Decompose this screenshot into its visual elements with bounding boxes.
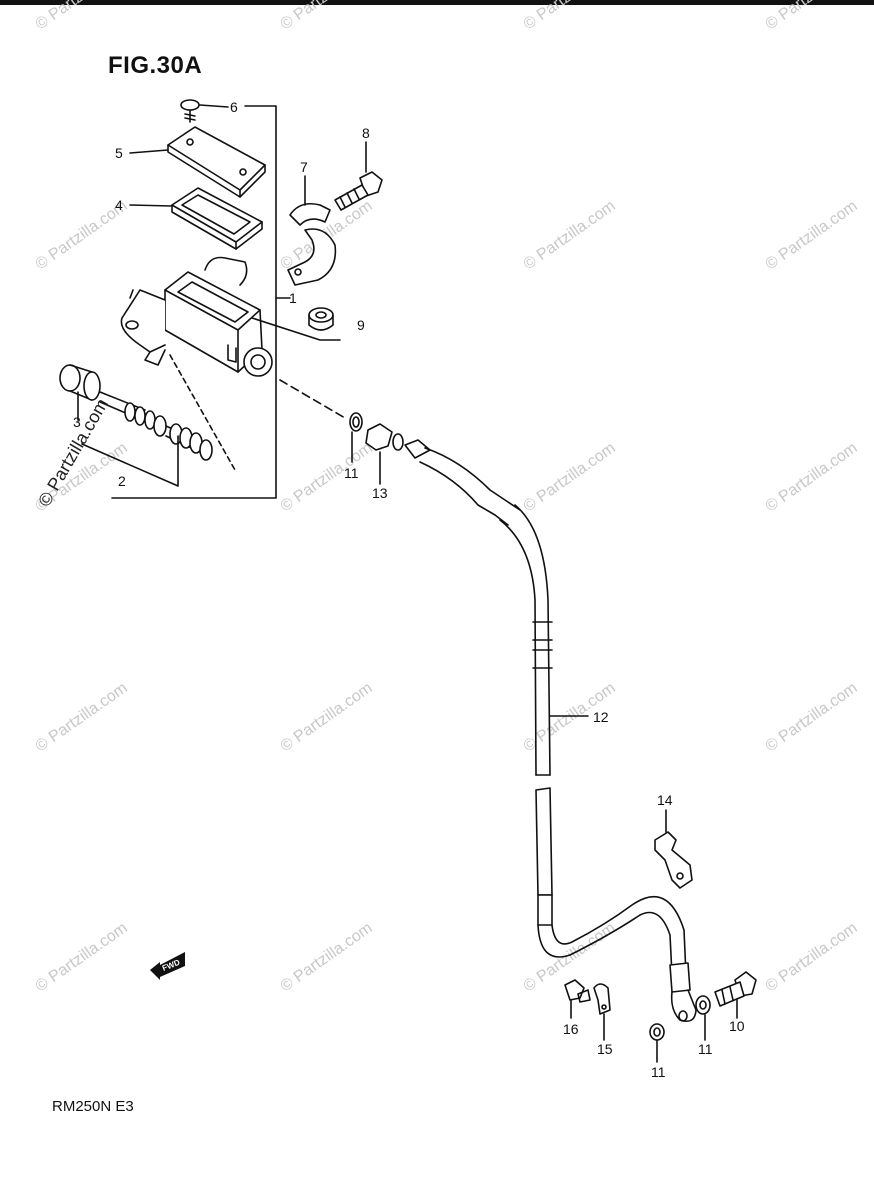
watermark-text: © Partzilla.com xyxy=(278,440,376,516)
callout-15: 15 xyxy=(597,1041,613,1057)
forward-direction-indicator: FWD xyxy=(150,952,185,980)
callout-11-lower-right: 11 xyxy=(698,1041,713,1057)
leader-line-2 xyxy=(81,435,179,487)
axis-line-hose xyxy=(279,379,346,419)
hose-fitting-part-13 xyxy=(365,423,404,451)
callout-8: 8 xyxy=(362,125,370,141)
reservoir-cap-part-5 xyxy=(167,126,266,198)
watermark-text: © Partzilla.com xyxy=(521,198,619,274)
assembly-bracket-line xyxy=(111,105,277,499)
leader-line-9 xyxy=(251,317,341,341)
top-border xyxy=(0,0,874,5)
watermark-text: © Partzilla.com xyxy=(278,680,376,756)
screw-part-6 xyxy=(180,99,200,123)
watermark-text: © Partzilla.com xyxy=(33,0,131,33)
washer-part-11-lower-right xyxy=(695,995,711,1015)
clamp-part-15 xyxy=(593,983,611,1015)
master-cylinder-body xyxy=(120,256,273,377)
bolt-part-16 xyxy=(564,979,591,1003)
callout-11-upper: 11 xyxy=(344,465,359,481)
callout-5: 5 xyxy=(115,145,123,161)
callout-3: 3 xyxy=(73,414,81,430)
leader-line-4 xyxy=(129,204,173,207)
callout-2: 2 xyxy=(118,473,126,489)
callout-14: 14 xyxy=(657,792,673,808)
callout-12: 12 xyxy=(593,709,609,725)
leader-line-5 xyxy=(129,149,169,154)
boot-part-9 xyxy=(308,307,334,331)
washer-part-11-lower-left xyxy=(649,1023,665,1041)
piston-assembly-part-2 xyxy=(59,364,213,461)
washer-part-11-upper xyxy=(349,412,363,432)
callout-10: 10 xyxy=(729,1018,745,1034)
watermark-text: © Partzilla.com xyxy=(33,920,131,996)
callout-16: 16 xyxy=(563,1021,579,1037)
watermark-text: © Partzilla.com xyxy=(33,680,131,756)
watermark-text: © Partzilla.com xyxy=(763,198,861,274)
callout-11-lower-left: 11 xyxy=(651,1064,666,1080)
watermark-text: © Partzilla.com xyxy=(763,440,861,516)
watermark-text: © Partzilla.com xyxy=(521,440,619,516)
clamp-bolt-part-8 xyxy=(334,171,383,211)
watermark-text: © Partzilla.com xyxy=(278,920,376,996)
callout-1: 1 xyxy=(289,290,297,306)
watermark-text: © Partzilla.com xyxy=(763,680,861,756)
clutch-hose-part-12 xyxy=(404,439,697,1023)
banjo-bolt-part-10 xyxy=(714,971,757,1007)
watermark-text: © Partzilla.com xyxy=(763,0,861,33)
figure-title: FIG.30A xyxy=(108,52,203,79)
callout-4: 4 xyxy=(115,197,123,213)
watermark-text: © Partzilla.com xyxy=(521,0,619,33)
leader-line-6 xyxy=(199,104,229,108)
watermark-text: © Partzilla.com xyxy=(278,0,376,33)
callout-6: 6 xyxy=(230,99,238,115)
callout-13: 13 xyxy=(372,485,388,501)
axis-line-piston xyxy=(169,354,236,471)
model-code: RM250N E3 xyxy=(52,1098,134,1115)
clamp-part-7 xyxy=(287,202,337,286)
watermark-text: © Partzilla.com xyxy=(763,920,861,996)
callout-7: 7 xyxy=(300,159,308,175)
callout-9: 9 xyxy=(357,317,365,333)
hose-clip-part-14 xyxy=(654,831,693,889)
diaphragm-part-4 xyxy=(171,187,263,250)
